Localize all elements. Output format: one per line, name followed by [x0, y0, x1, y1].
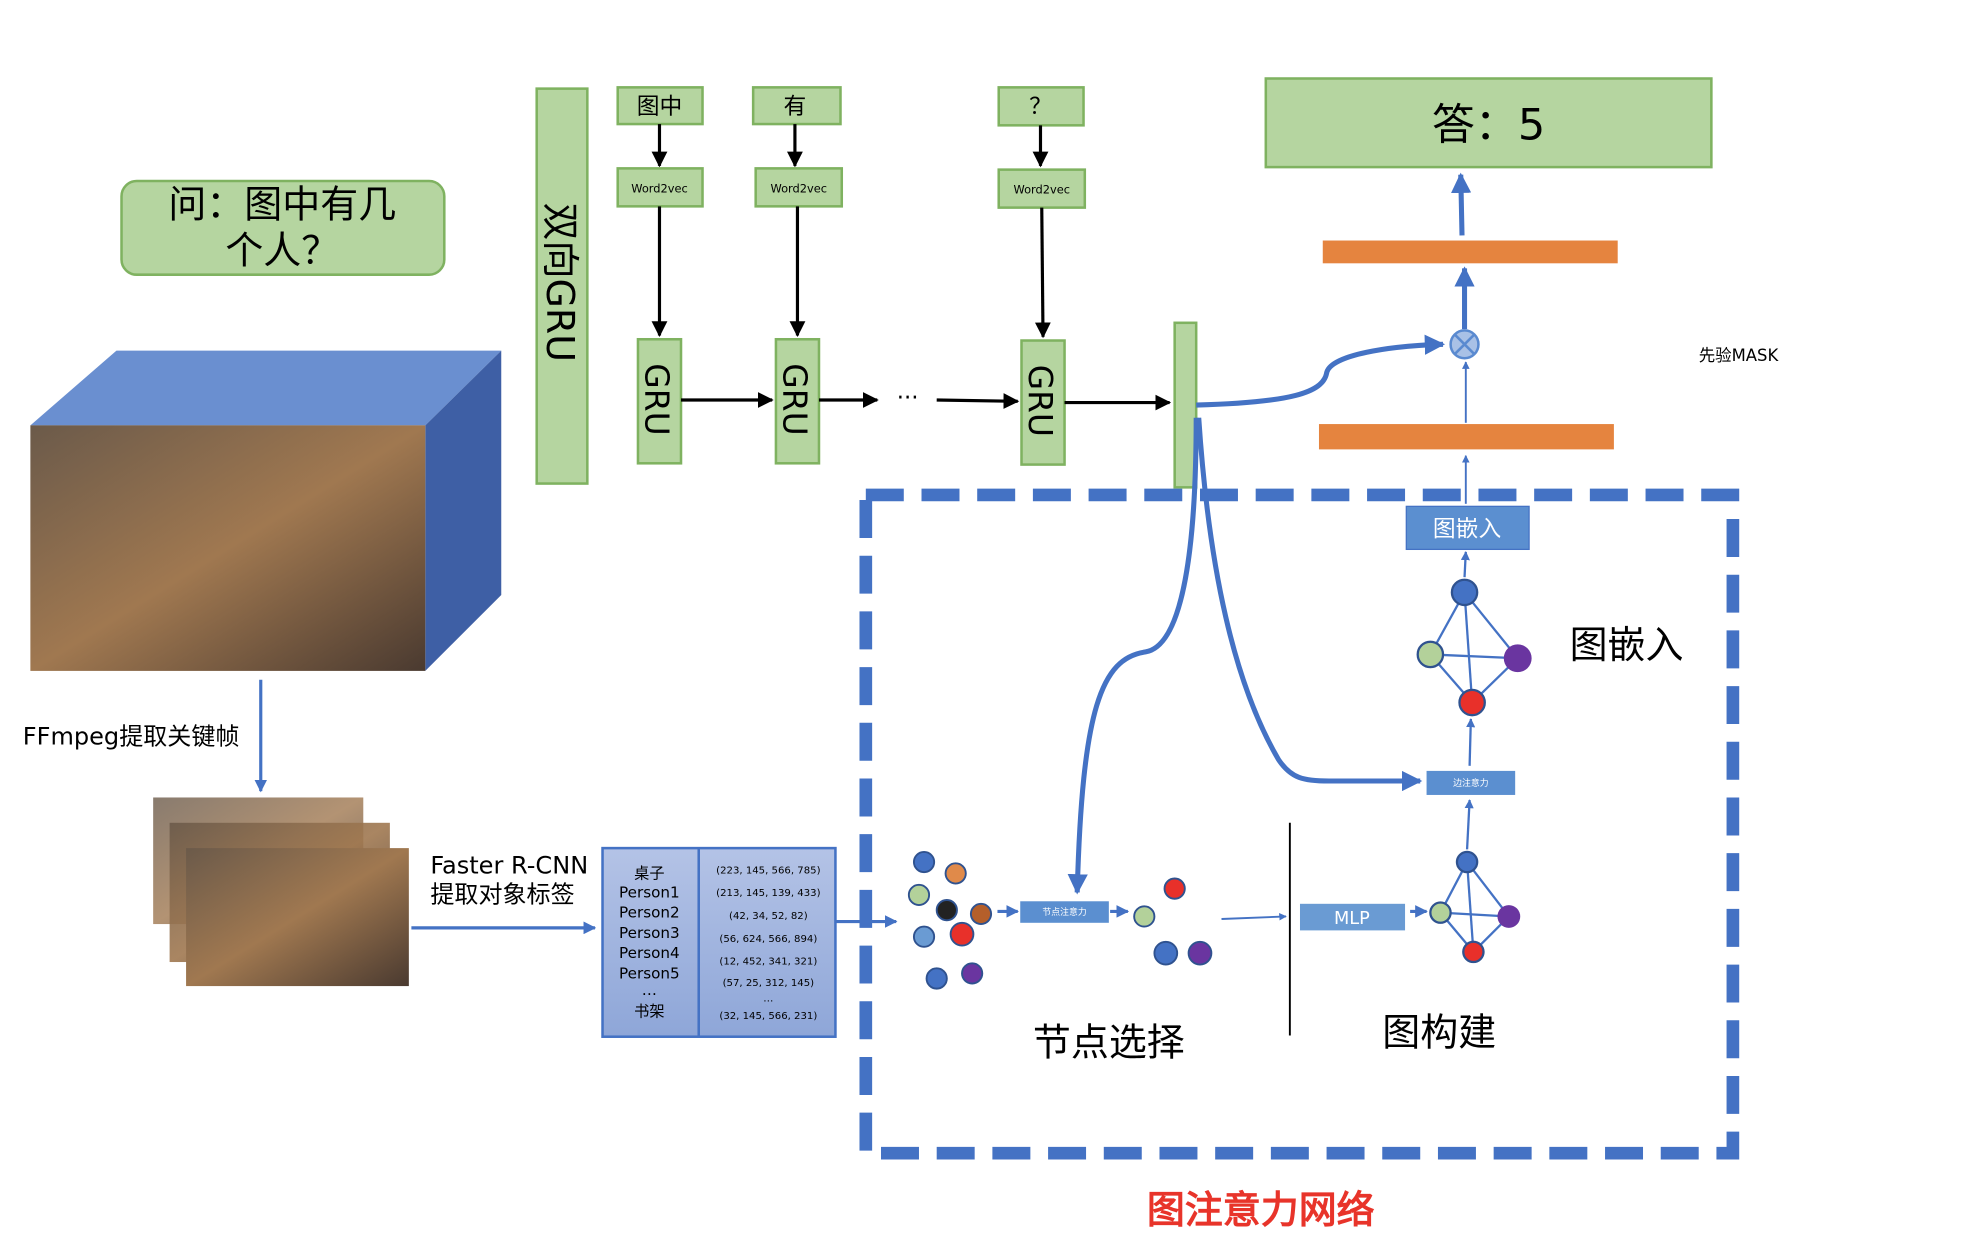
word2vec-label: Word2vec — [770, 181, 826, 195]
word2vec-label: Word2vec — [631, 181, 687, 195]
embedded-graph — [1416, 551, 1532, 766]
prior-mask-label: 先验MASK — [1699, 346, 1780, 365]
graph-attention-network-box — [859, 488, 1740, 1160]
constructed-graph — [1429, 799, 1521, 964]
graph-embed-box-label: 图嵌入 — [1433, 517, 1501, 543]
ffmpeg-label: FFmpeg提取关键帧 — [23, 722, 240, 750]
detection-box: (42, 34, 52, 82) — [729, 911, 808, 922]
video-frame-image — [30, 425, 426, 671]
detection-box: (32, 145, 566, 231) — [719, 1011, 817, 1022]
graph-embed-label: 图嵌入 — [1570, 623, 1684, 667]
token: 有 — [784, 94, 807, 120]
detection-box: … — [763, 993, 773, 1004]
question-box: 问：图中有几 个人？ — [120, 179, 446, 276]
gru-label: GRU — [776, 363, 815, 435]
token-column-1: 图中 Word2vec GRU — [616, 86, 704, 465]
graph-embed-box — [1405, 505, 1530, 551]
detection-label: Person5 — [619, 964, 680, 982]
detection-label: Person4 — [619, 944, 680, 962]
faster-rcnn-label: Faster R-CNN — [430, 851, 588, 879]
token: ？ — [1029, 94, 1052, 120]
detection-label: Person2 — [619, 904, 680, 922]
token-column-3: ？ Word2vec GRU — [997, 86, 1087, 466]
detection-label: Person1 — [619, 883, 680, 901]
output-bar — [1322, 240, 1618, 264]
node-attention-box — [1020, 901, 1109, 923]
graph-build-label: 图构建 — [1382, 1011, 1496, 1055]
word2vec-label: Word2vec — [1014, 183, 1070, 197]
faster-rcnn-sublabel: 提取对象标签 — [430, 881, 574, 909]
detection-label: Person3 — [619, 924, 680, 942]
answer-text: 答：5 — [1432, 100, 1545, 150]
keyframes-stack — [153, 797, 409, 987]
detection-label: … — [642, 981, 657, 999]
edge-attention-box — [1426, 770, 1516, 795]
node-select-label: 节点选择 — [1033, 1021, 1185, 1065]
selected-nodes — [1133, 877, 1213, 966]
detection-box: (213, 145, 139, 433) — [716, 888, 820, 899]
detection-table: 桌子 Person1 Person2 Person3 Person4 Perso… — [601, 846, 837, 1038]
detection-label: 书架 — [634, 1002, 664, 1020]
mlp-box — [1299, 903, 1406, 931]
ellipsis: ··· — [897, 385, 919, 411]
bigru-label: 双向GRU — [538, 203, 582, 363]
graph-feature-bar — [1318, 424, 1614, 450]
mlp-label: MLP — [1334, 909, 1370, 929]
edge-attention-label: 边注意力 — [1453, 777, 1489, 789]
detection-box: (57, 25, 312, 145) — [723, 978, 815, 989]
token-column-2: 有 Word2vec GRU — [751, 86, 844, 465]
multiply-icon — [1449, 329, 1480, 360]
detection-box: (12, 452, 341, 321) — [719, 957, 817, 968]
network-title: 图注意力网络 — [1147, 1188, 1375, 1232]
gru-label: GRU — [1021, 365, 1060, 437]
question-text-line2: 个人？ — [225, 228, 339, 272]
detection-label: 桌子 — [634, 864, 664, 882]
gru-label: GRU — [638, 363, 677, 435]
question-text-line1: 问：图中有几 — [168, 183, 396, 227]
bigru-block — [535, 87, 589, 485]
question-vector — [1173, 321, 1198, 489]
video-cube — [30, 350, 502, 671]
token: 图中 — [637, 94, 683, 120]
detection-box: (223, 145, 566, 785) — [716, 865, 820, 876]
answer-box — [1264, 77, 1713, 169]
detection-box: (56, 624, 566, 894) — [719, 934, 817, 945]
candidate-nodes — [907, 850, 993, 990]
node-attention-label: 节点注意力 — [1042, 906, 1086, 918]
